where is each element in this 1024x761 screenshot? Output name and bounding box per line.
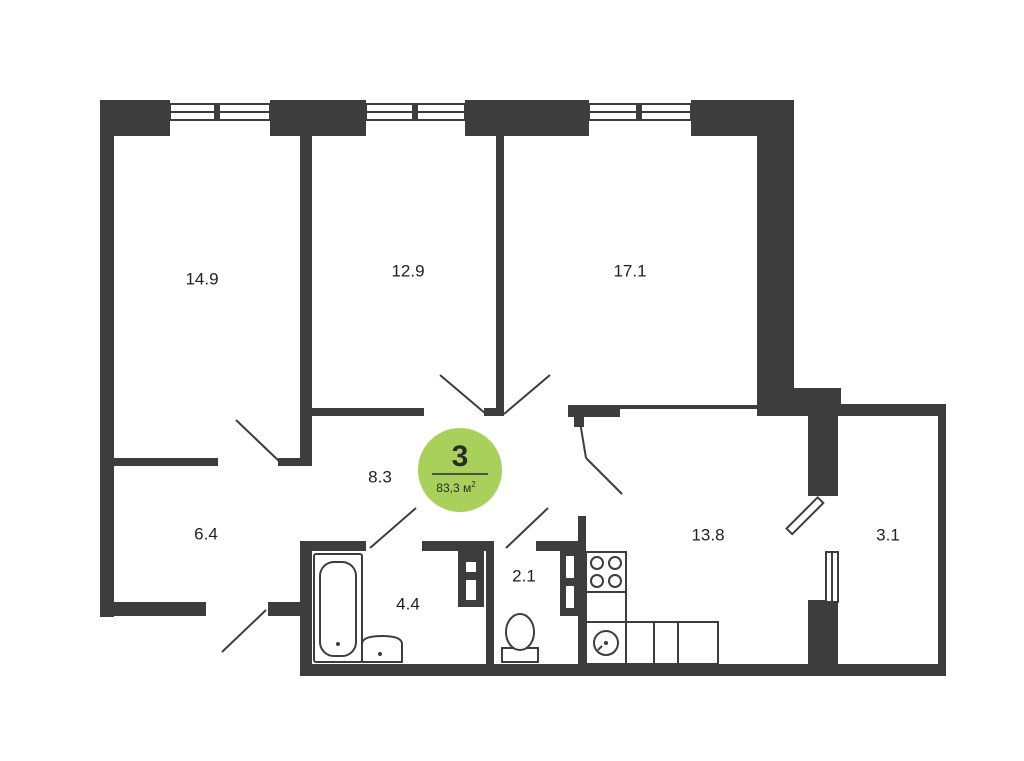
- door-icon: [785, 495, 825, 536]
- sink-icon: [593, 630, 619, 656]
- door-icon: [585, 457, 623, 495]
- window-icon: [365, 103, 466, 121]
- room-area-hallway: 8.3: [368, 467, 392, 486]
- doors: [221, 374, 825, 653]
- total-area: 83,3 м2: [436, 480, 476, 495]
- door-icon: [235, 419, 281, 463]
- room-area-bedroom-left: 14.9: [185, 269, 218, 288]
- windows: [169, 103, 839, 603]
- door-icon: [579, 421, 587, 459]
- room-area-bedroom-middle: 12.9: [391, 261, 424, 280]
- window-icon: [588, 103, 692, 121]
- room-area-entry-hall: 6.4: [194, 524, 218, 543]
- room-area-bathroom: 4.4: [396, 594, 420, 613]
- stove-icon: [585, 551, 627, 593]
- window-icon: [169, 103, 271, 121]
- badge-circle: [418, 428, 502, 512]
- room-area-living-room: 17.1: [613, 261, 646, 280]
- door-icon: [505, 507, 549, 549]
- apartment-badge: 3 83,3 м2: [418, 428, 502, 512]
- bathtub-icon: [313, 553, 363, 663]
- door-icon: [369, 507, 417, 549]
- door-icon: [221, 609, 267, 653]
- window-icon: [825, 551, 839, 603]
- room-area-toilet: 2.1: [512, 566, 536, 585]
- door-icon: [439, 374, 487, 415]
- door-icon: [503, 374, 551, 415]
- room-area-balcony: 3.1: [876, 525, 900, 544]
- room-area-kitchen: 13.8: [691, 525, 724, 544]
- washbasin-icon: [361, 634, 403, 663]
- toilet-icon: [501, 613, 539, 663]
- room-count: 3: [452, 440, 469, 473]
- walls: [100, 100, 946, 676]
- counter-icon: [585, 591, 719, 665]
- room-labels: 14.9 12.9 17.1 8.3 6.4 4.4 2.1 13.8 3.1: [185, 261, 899, 613]
